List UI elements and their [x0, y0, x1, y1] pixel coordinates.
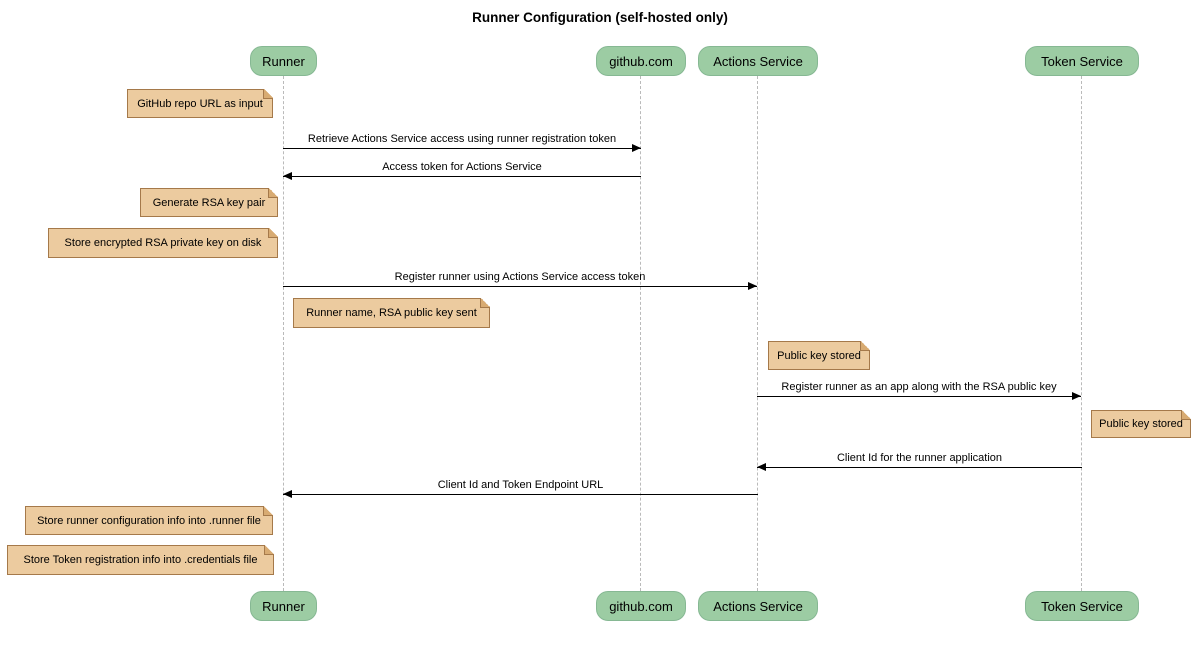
note-store-runner-file: Store runner configuration info into .ru…: [25, 506, 273, 535]
message-line: [757, 463, 1082, 471]
note-store-private-key: Store encrypted RSA private key on disk: [48, 228, 278, 258]
note-text: Store Token registration info into .cred…: [23, 554, 258, 566]
participant-bottom-github-com: github.com: [596, 591, 686, 621]
message-register-runner: Register runner using Actions Service ac…: [283, 271, 757, 290]
note-text: GitHub repo URL as input: [137, 97, 263, 110]
note-generate-rsa: Generate RSA key pair: [140, 188, 278, 217]
message-line: [757, 392, 1081, 400]
arrowhead-right-icon: [632, 144, 641, 152]
participant-top-actions-service: Actions Service: [698, 46, 818, 76]
diagram-title: Runner Configuration (self-hosted only): [472, 10, 728, 25]
participant-top-runner: Runner: [250, 46, 317, 76]
lifeline-token-service: [1081, 76, 1082, 591]
message-client-id-endpoint: Client Id and Token Endpoint URL: [283, 479, 758, 498]
note-text: Store encrypted RSA private key on disk: [64, 237, 262, 249]
message-line: [283, 490, 758, 498]
arrowhead-right-icon: [748, 282, 757, 290]
note-github-repo-url: GitHub repo URL as input: [127, 89, 273, 118]
note-text: Store runner configuration info into .ru…: [37, 514, 261, 527]
arrowhead-left-icon: [283, 172, 292, 180]
note-fold-icon: [264, 545, 274, 555]
message-line: [283, 144, 641, 152]
participant-bottom-actions-service: Actions Service: [698, 591, 818, 621]
note-text: Generate RSA key pair: [152, 196, 266, 209]
note-text: Runner name, RSA public key sent: [306, 307, 477, 319]
note-fold-icon: [860, 341, 870, 351]
arrowhead-left-icon: [283, 490, 292, 498]
note-store-credentials-file: Store Token registration info into .cred…: [7, 545, 274, 575]
message-label: Retrieve Actions Service access using ru…: [307, 133, 617, 145]
participant-bottom-runner: Runner: [250, 591, 317, 621]
message-label: Register runner using Actions Service ac…: [394, 271, 646, 283]
message-line: [283, 172, 641, 180]
message-access-token: Access token for Actions Service: [283, 161, 641, 180]
participant-top-token-service: Token Service: [1025, 46, 1139, 76]
message-retrieve-actions-access: Retrieve Actions Service access using ru…: [283, 133, 641, 152]
note-text: Public key stored: [1099, 418, 1183, 430]
message-register-runner-app: Register runner as an app along with the…: [757, 381, 1081, 400]
note-runner-name-sent: Runner name, RSA public key sent: [293, 298, 490, 328]
participant-bottom-token-service: Token Service: [1025, 591, 1139, 621]
lifeline-runner: [283, 76, 284, 591]
note-fold-icon: [1181, 410, 1191, 420]
message-label: Access token for Actions Service: [382, 161, 542, 173]
message-line: [283, 282, 757, 290]
note-fold-icon: [480, 298, 490, 308]
note-fold-icon: [268, 228, 278, 238]
note-text: Public key stored: [777, 349, 861, 362]
note-public-key-stored-token: Public key stored: [1091, 410, 1191, 438]
participant-top-github-com: github.com: [596, 46, 686, 76]
note-fold-icon: [263, 89, 273, 99]
message-label: Client Id and Token Endpoint URL: [437, 479, 604, 491]
message-label: Register runner as an app along with the…: [781, 381, 1057, 393]
note-fold-icon: [268, 188, 278, 198]
lifeline-github-com: [640, 76, 641, 591]
note-public-key-stored-actions: Public key stored: [768, 341, 870, 370]
note-fold-icon: [263, 506, 273, 516]
arrowhead-right-icon: [1072, 392, 1081, 400]
message-client-id: Client Id for the runner application: [757, 452, 1082, 471]
arrowhead-left-icon: [757, 463, 766, 471]
message-label: Client Id for the runner application: [836, 452, 1003, 464]
lifeline-actions-service: [757, 76, 758, 591]
